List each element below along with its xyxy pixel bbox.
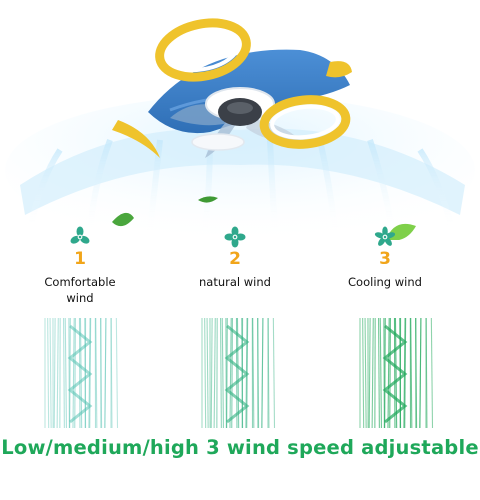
motor-hub — [191, 87, 275, 151]
upper-light-ring — [155, 18, 251, 82]
fan-wing-accent — [112, 120, 160, 158]
mode-number: 1 — [74, 249, 86, 269]
leaf-icon — [198, 196, 218, 203]
mode-number: 3 — [379, 249, 391, 269]
fan-blade-icon — [224, 226, 246, 248]
ceiling-fan-illustration — [5, 18, 475, 240]
mode-comfortable: 1 Comfortable wind — [5, 226, 155, 306]
lower-light-ring — [259, 95, 351, 149]
wind-stream-low — [44, 318, 119, 428]
mode-cooling: 3 Cooling wind — [310, 226, 460, 290]
wind-stream-medium — [201, 318, 276, 428]
mode-number: 2 — [229, 249, 241, 269]
fan-blade-icon — [70, 226, 90, 244]
fan-blade-icon — [374, 226, 396, 246]
mode-label: Cooling wind — [348, 275, 422, 289]
headline: Low/medium/high 3 wind speed adjustable — [1, 436, 479, 459]
mode-label: Comfortable wind — [44, 275, 116, 305]
leaf-icon — [112, 212, 134, 227]
wind-stream-high — [359, 318, 434, 428]
wind-streams — [44, 318, 434, 428]
mode-label: natural wind — [199, 275, 271, 289]
mode-natural: 2 natural wind — [160, 226, 310, 290]
